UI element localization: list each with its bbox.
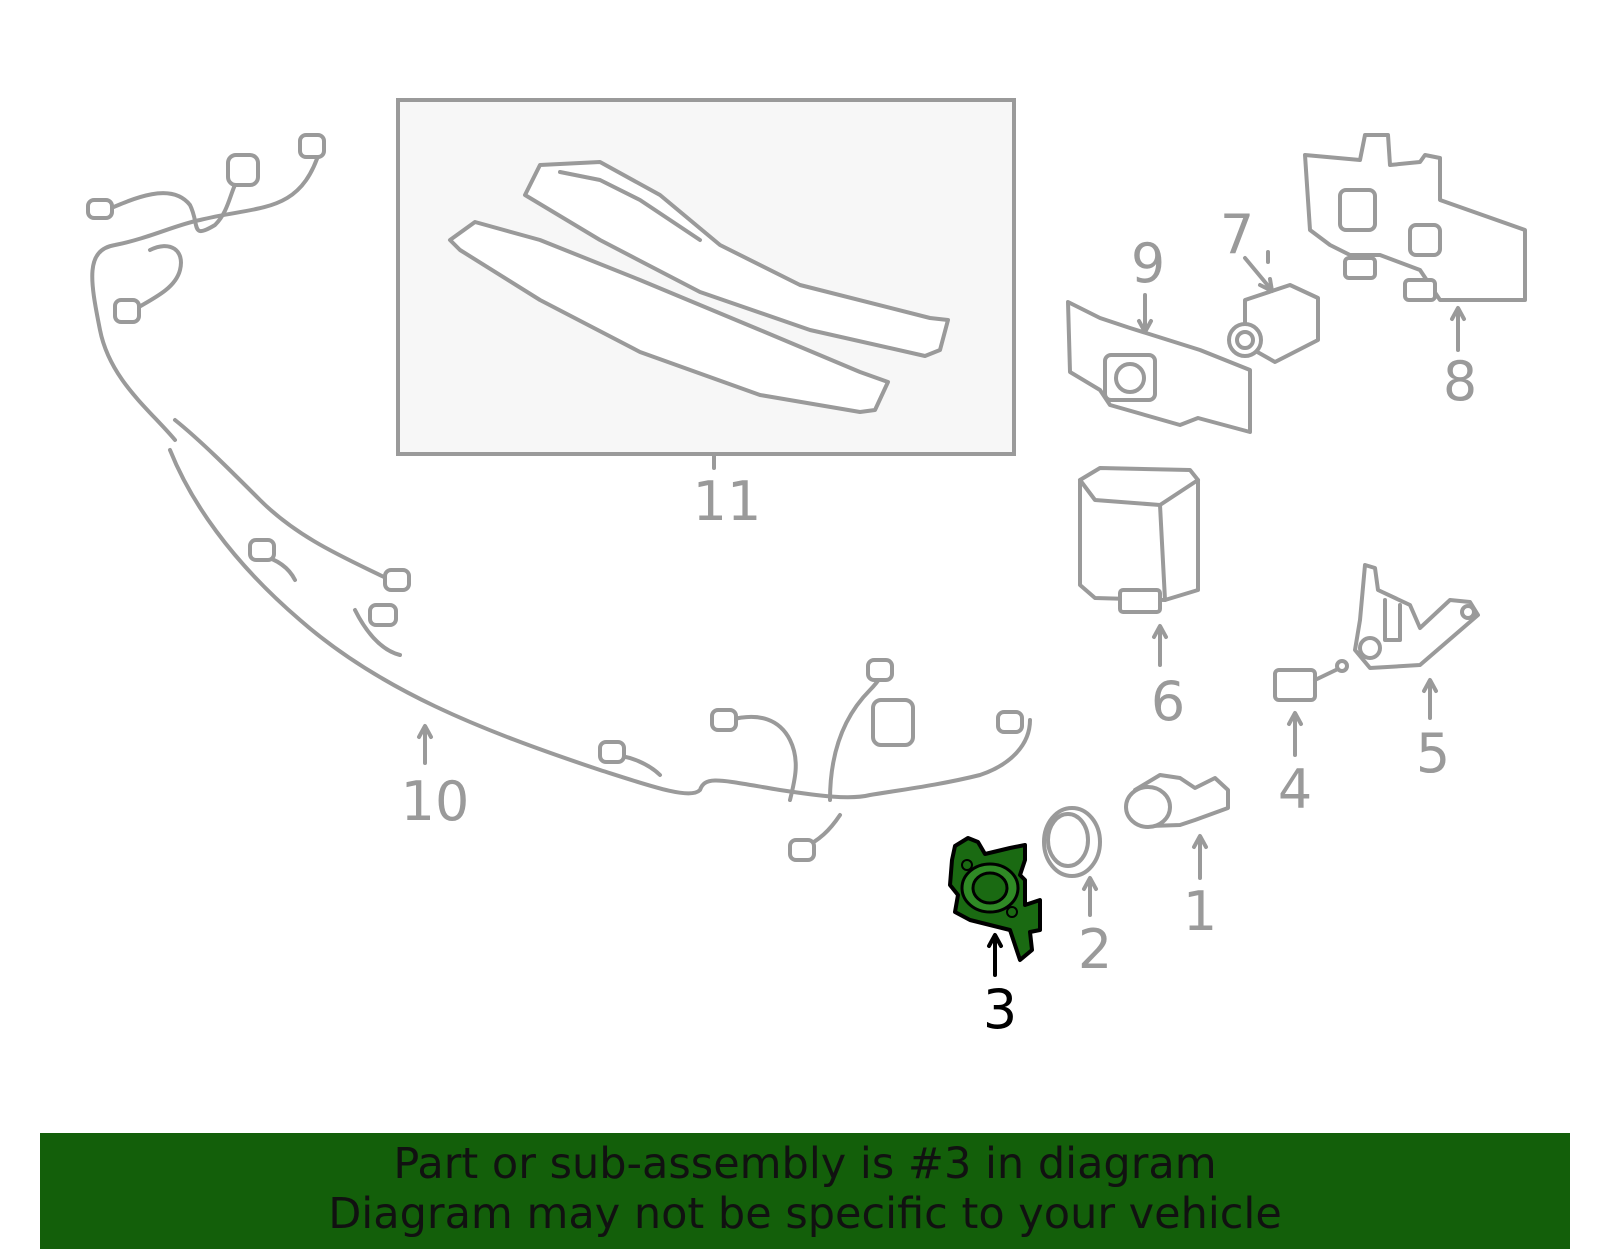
part-6-control-module[interactable] bbox=[1078, 466, 1200, 614]
part-5-sensor-bracket[interactable] bbox=[1353, 563, 1480, 670]
part-3-sensor-retainer[interactable] bbox=[948, 836, 1042, 962]
part-2-sensor-bezel[interactable] bbox=[1042, 806, 1102, 878]
part-8-mounting-bracket[interactable] bbox=[1303, 133, 1527, 302]
part-11-trim-bar[interactable] bbox=[396, 98, 1016, 470]
callout-7: 7 bbox=[1220, 203, 1254, 266]
part-9-camera-bracket[interactable] bbox=[1066, 300, 1252, 434]
part-4-sensor[interactable] bbox=[1273, 659, 1349, 702]
callout-11: 11 bbox=[693, 470, 762, 533]
part-1-parking-sensor[interactable] bbox=[1124, 773, 1230, 829]
callout-6: 6 bbox=[1151, 670, 1185, 733]
callout-3: 3 bbox=[983, 978, 1017, 1041]
callout-arrows bbox=[417, 256, 1466, 977]
callout-5: 5 bbox=[1416, 722, 1450, 785]
banner-line-2: Diagram may not be specific to your vehi… bbox=[328, 1189, 1282, 1239]
info-banner: Part or sub-assembly is #3 in diagram Di… bbox=[40, 1133, 1570, 1249]
callout-8: 8 bbox=[1443, 350, 1477, 413]
callout-1: 1 bbox=[1183, 880, 1217, 943]
callout-10: 10 bbox=[401, 770, 470, 833]
callout-4: 4 bbox=[1278, 758, 1312, 821]
callout-2: 2 bbox=[1078, 918, 1112, 981]
part-7-camera[interactable] bbox=[1227, 250, 1320, 364]
banner-line-1: Part or sub-assembly is #3 in diagram bbox=[393, 1139, 1217, 1189]
part-10-wiring-harness[interactable] bbox=[86, 133, 1032, 862]
callout-9: 9 bbox=[1131, 232, 1165, 295]
callout-labels: 1 2 3 4 5 6 7 8 9 10 11 bbox=[401, 203, 1478, 1041]
